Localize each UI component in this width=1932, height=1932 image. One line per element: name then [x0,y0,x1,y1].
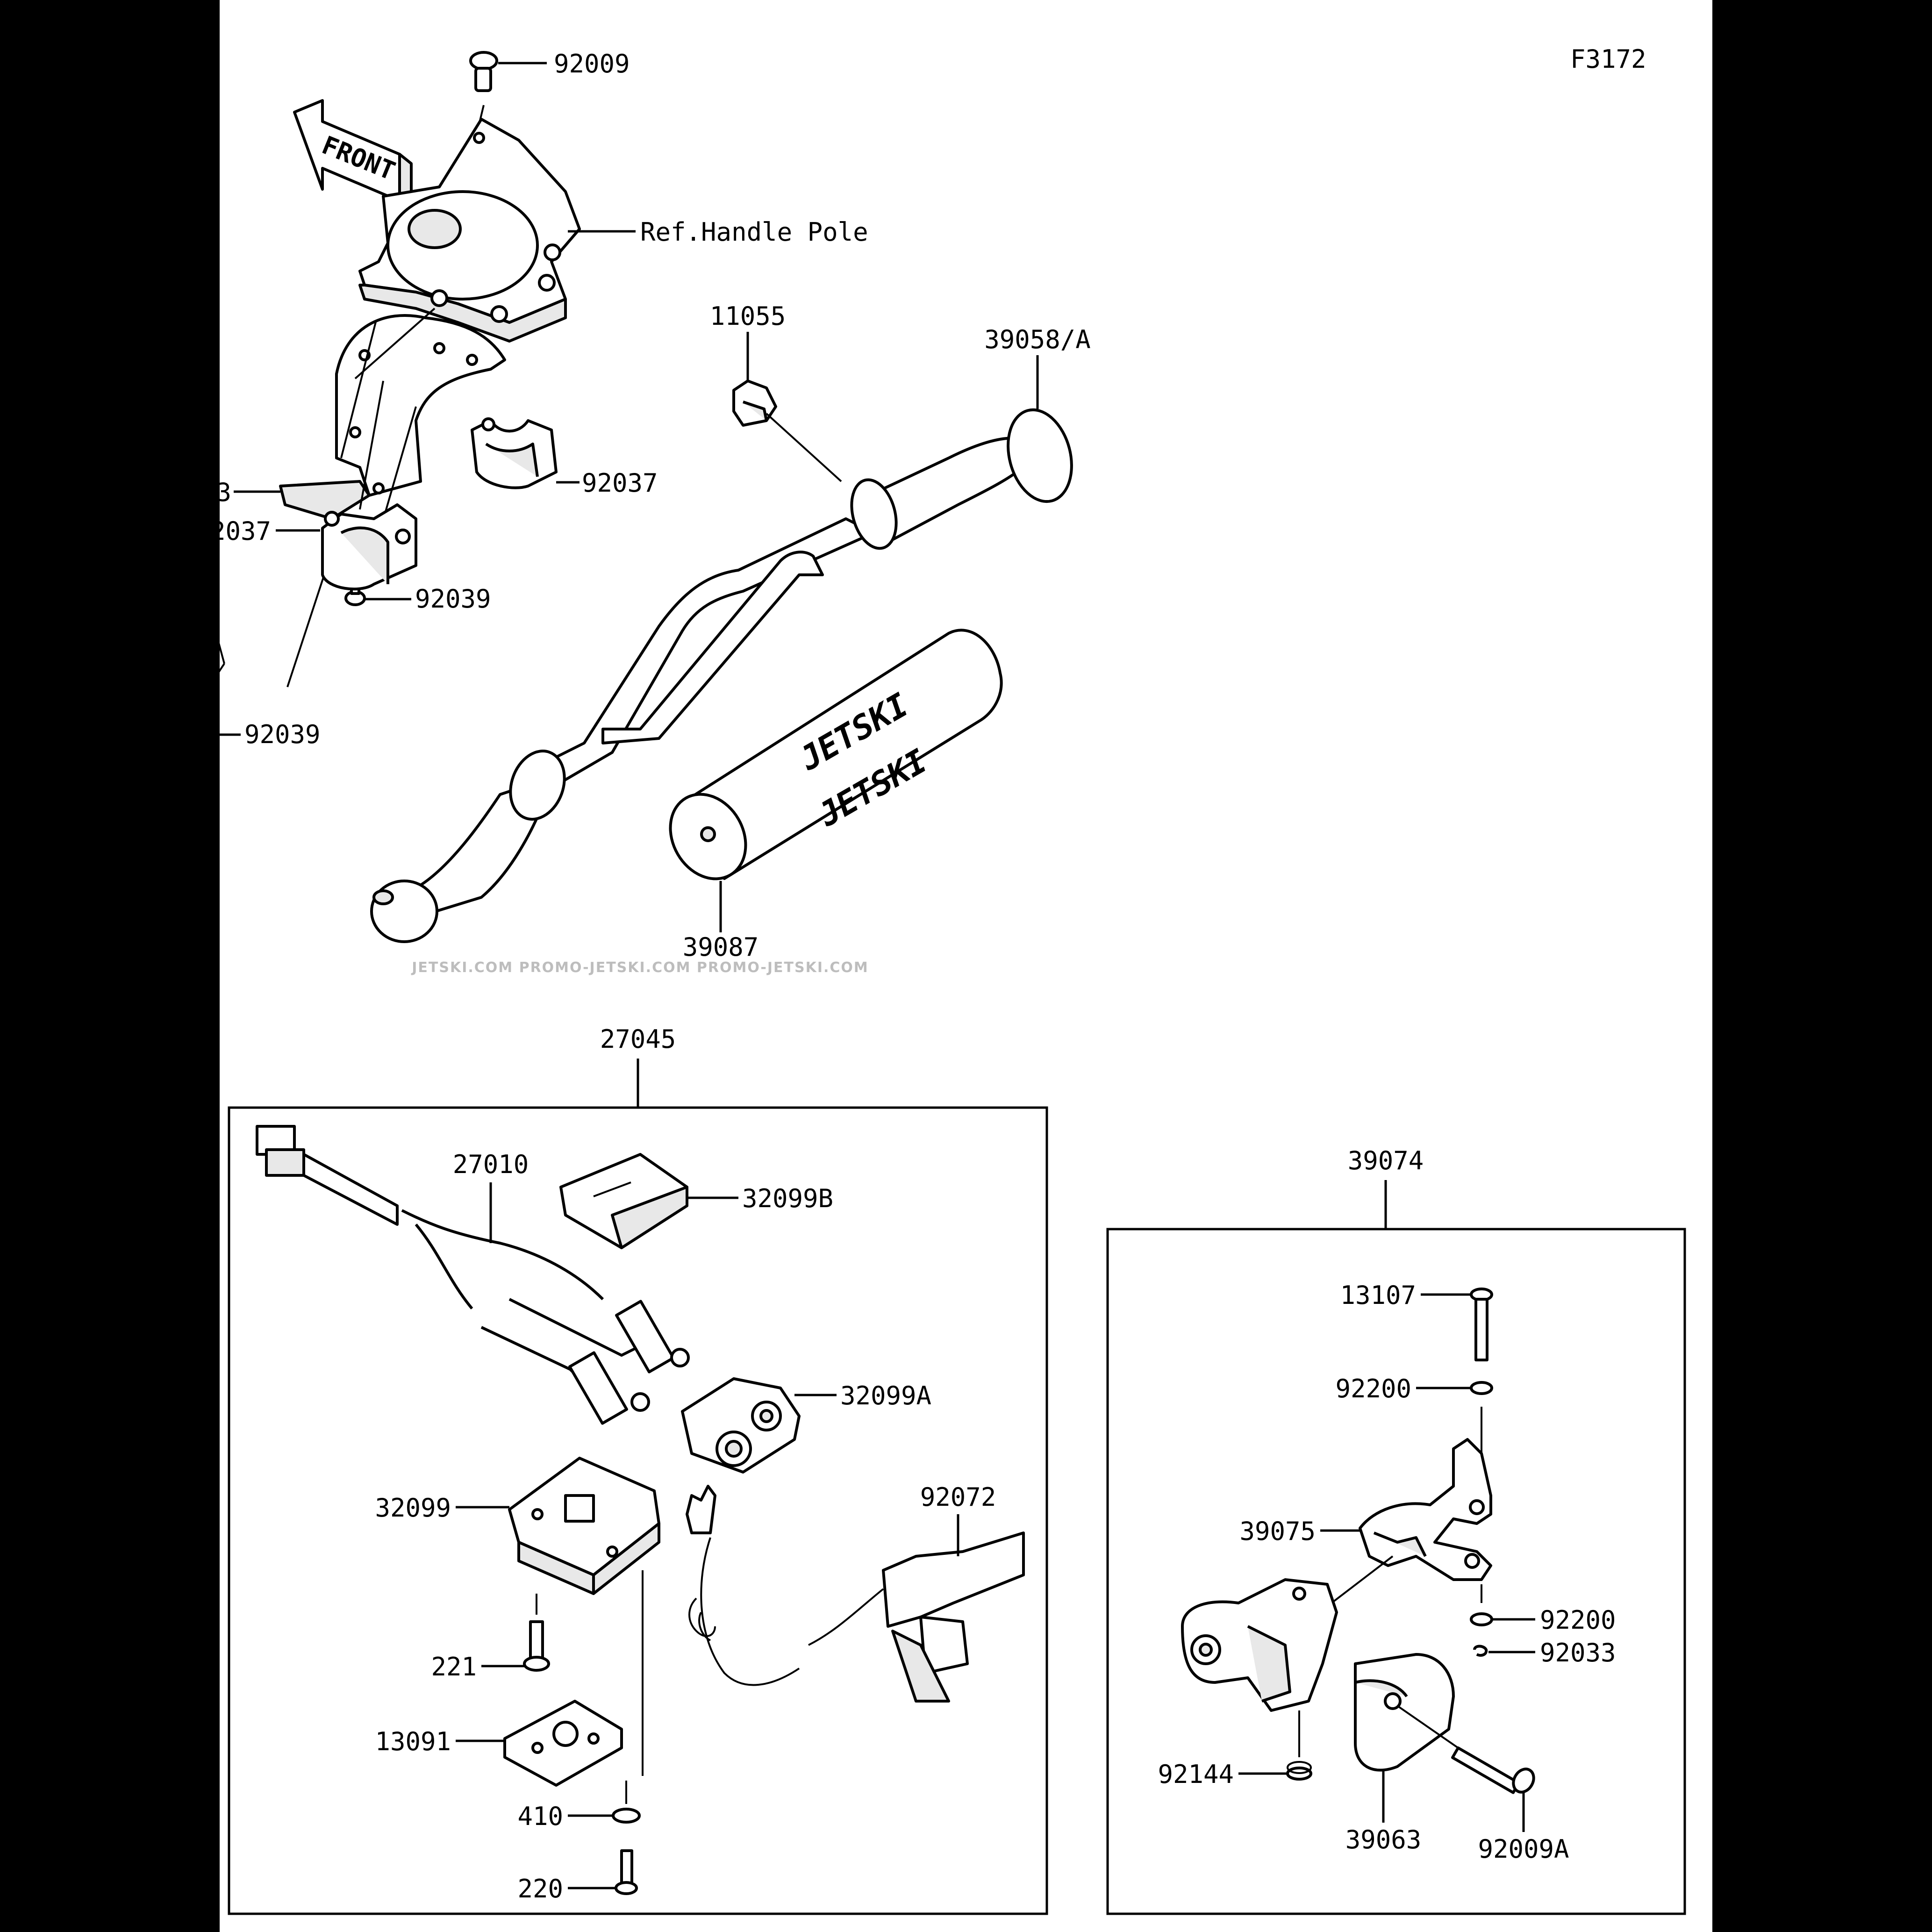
label-32099b: 32099B [742,1184,833,1213]
label-39075: 39075 [1239,1517,1316,1546]
screw-221 [523,1620,550,1672]
label-92144: 92144 [1158,1760,1234,1789]
handle-pole-plate [358,118,581,343]
housing-32099 [508,1457,660,1595]
clamp-13091 [503,1700,623,1787]
label-27010: 27010 [453,1150,529,1179]
cover-32099b [559,1153,688,1249]
lanyard-92072 [686,1485,1025,1703]
label-92039-lower: 92039 [244,720,321,749]
housing-39063 [1354,1653,1455,1772]
screw-92009a [1396,1705,1535,1794]
label-32099: 32099 [375,1493,451,1523]
label-92039-upper: 92039 [415,584,491,614]
label-39058a: 39058/A [984,325,1091,354]
label-39087: 39087 [683,932,759,962]
label-14093: 14093 [220,478,231,507]
label-13091: 13091 [375,1727,451,1756]
label-13107: 13107 [1340,1281,1416,1310]
label-39074: 39074 [1348,1146,1424,1175]
circlip-92033 [1473,1645,1488,1657]
parts-diagram-sheet: F3172 FRONT 92009 Ref.Handle Pole [220,0,1712,1932]
clamp-92037-left [321,503,417,591]
kit-27045-box [228,1106,1048,1915]
pin-13107 [1470,1288,1493,1361]
label-92200-lower: 92200 [1540,1605,1616,1635]
label-92009a: 92009A [1478,1834,1569,1864]
parts-diagram: F3172 FRONT 92009 Ref.Handle Pole [220,44,1686,1915]
label-27045: 27045 [600,1024,676,1054]
label-92009: 92009 [554,49,630,79]
screw-92009 [469,51,498,92]
clamp-92037-right [471,417,558,489]
cover-14093 [279,314,506,520]
throttle-lever [1181,1578,1338,1712]
figure-code: F3172 [1570,44,1646,74]
wiring-27010 [256,1125,690,1425]
label-92033: 92033 [1540,1638,1616,1667]
label-92037-left: 92037 [220,516,271,546]
label-39063: 39063 [1345,1825,1422,1854]
kit-39074-box [1106,1228,1686,1915]
clip-11055 [732,379,777,427]
washer-410 [612,1808,641,1824]
label-32099a: 32099A [840,1381,931,1410]
label-220: 220 [517,1874,563,1903]
label-92200-upper: 92200 [1335,1374,1411,1403]
label-92037-right: 92037 [582,468,658,498]
washer-92200-upper [1470,1381,1493,1395]
label-410: 410 [517,1802,563,1831]
label-11055: 11055 [710,301,786,331]
bracket-39075 [1359,1438,1492,1581]
handlebar-39058a [370,408,1073,943]
label-92072: 92072 [920,1482,996,1512]
screw-220 [615,1849,638,1895]
label-221: 221 [431,1652,477,1682]
watermark-text: JETSKI.COM PROMO-JETSKI.COM PROMO-JETSKI… [411,959,869,976]
front-arrow-icon: FRONT [293,99,413,209]
housing-32099a [681,1377,801,1474]
spring-92144 [1286,1761,1312,1781]
label-ref-handle-pole: Ref.Handle Pole [640,217,868,247]
washer-92200-lower [1470,1612,1493,1626]
